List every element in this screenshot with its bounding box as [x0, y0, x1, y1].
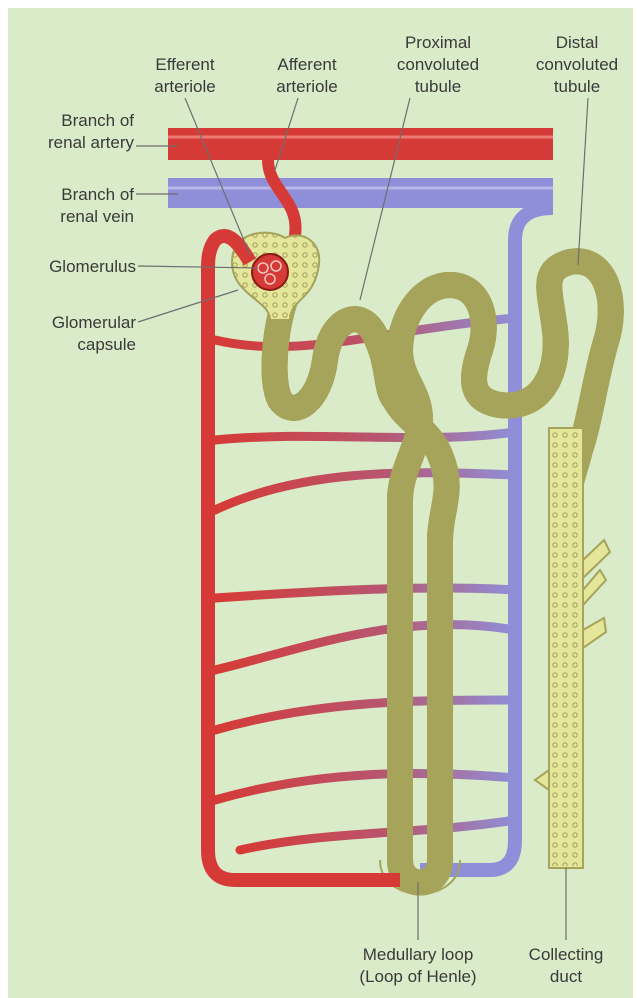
label-glomerulus: Glomerulus [10, 256, 136, 278]
label-line: Afferent [252, 54, 362, 76]
label-branch-renal-vein: Branch of renal vein [10, 184, 134, 228]
label-efferent-arteriole: Efferent arteriole [130, 54, 240, 98]
label-line: convoluted [522, 54, 632, 76]
label-line: Distal [522, 32, 632, 54]
label-collecting-duct: Collecting duct [510, 944, 622, 988]
label-line: (Loop of Henle) [338, 966, 498, 988]
label-proximal-tubule: Proximal convoluted tubule [378, 32, 498, 98]
label-afferent-arteriole: Afferent arteriole [252, 54, 362, 98]
label-line: tubule [378, 76, 498, 98]
renal-artery-branch [168, 128, 553, 160]
label-line: duct [510, 966, 622, 988]
label-line: arteriole [130, 76, 240, 98]
label-line: Medullary loop [338, 944, 498, 966]
label-line: Proximal [378, 32, 498, 54]
label-line: Collecting [510, 944, 622, 966]
label-line: tubule [522, 76, 632, 98]
label-line: Branch of [10, 110, 134, 132]
capillary-2 [215, 432, 515, 440]
label-line: renal vein [10, 206, 134, 228]
glomerulus-shape [252, 254, 288, 290]
label-line: Glomerulus [10, 256, 136, 278]
label-line: convoluted [378, 54, 498, 76]
label-distal-tubule: Distal convoluted tubule [522, 32, 632, 98]
renal-vein-branch [168, 178, 553, 208]
label-line: capsule [10, 334, 136, 356]
label-line: Branch of [10, 184, 134, 206]
label-medullary-loop: Medullary loop (Loop of Henle) [338, 944, 498, 988]
label-line: Glomerular [10, 312, 136, 334]
label-line: renal artery [10, 132, 134, 154]
label-glomerular-capsule: Glomerular capsule [10, 312, 136, 356]
label-branch-renal-artery: Branch of renal artery [10, 110, 134, 154]
label-line: Efferent [130, 54, 240, 76]
label-line: arteriole [252, 76, 362, 98]
